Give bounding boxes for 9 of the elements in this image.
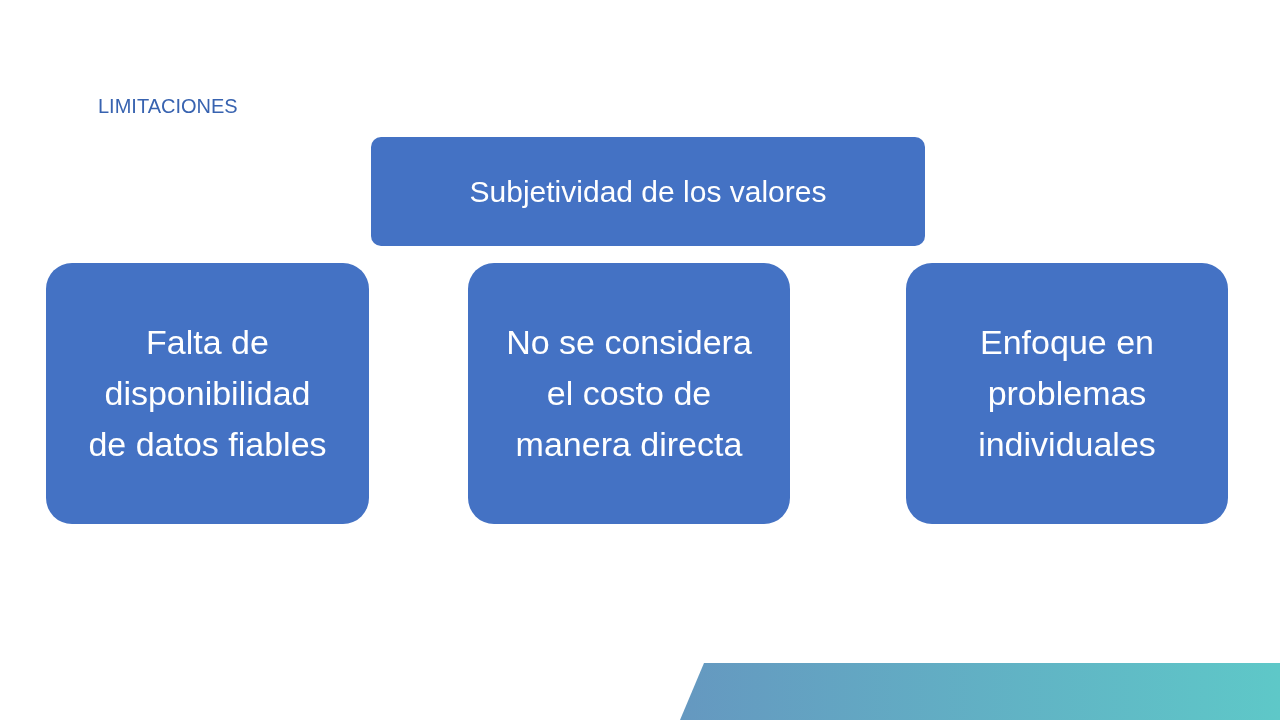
rounded-box (906, 263, 1228, 524)
box-label: No se considera el costo de manera directa (505, 322, 753, 465)
box-label: Enfoque en problemas individuales (977, 322, 1157, 465)
slide-title: LIMITACIONES (98, 95, 238, 118)
rounded-box (371, 137, 925, 246)
rounded-box (468, 263, 790, 524)
box-label: Falta de disponibilidad de datos fiables (87, 322, 328, 465)
rounded-box (46, 263, 369, 524)
box-label: Subjetividad de los valores (469, 173, 827, 210)
